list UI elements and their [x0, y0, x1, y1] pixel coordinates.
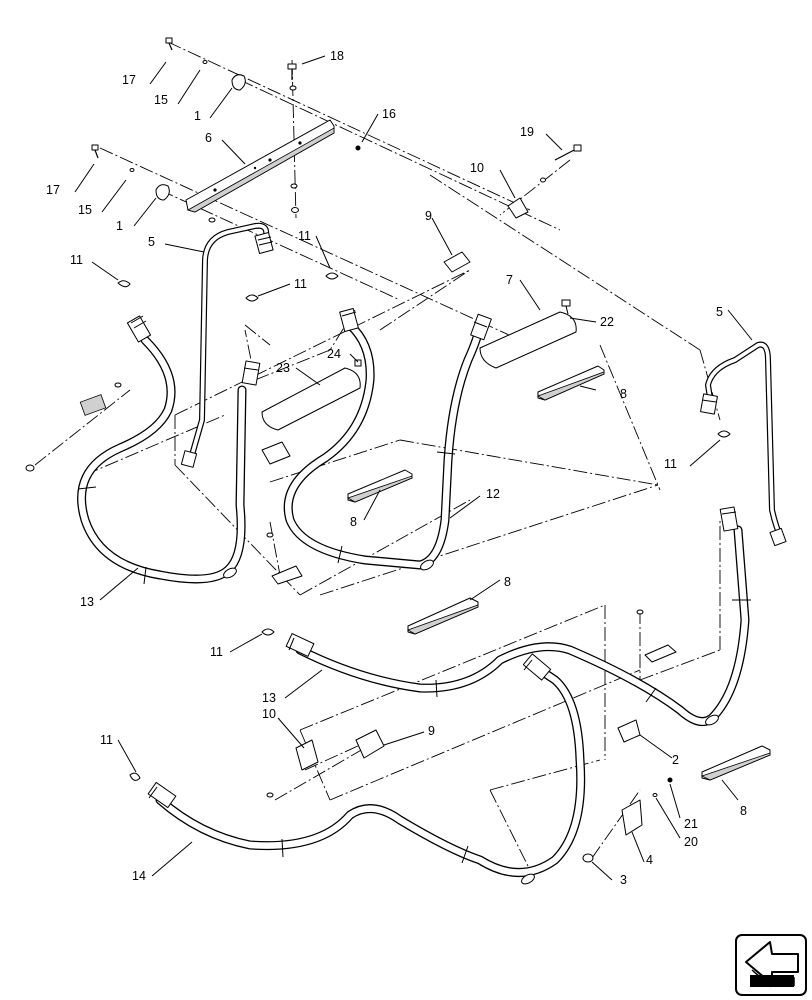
- callout-10: 10: [470, 161, 484, 175]
- callout-1: 1: [194, 109, 201, 123]
- callout-11: 11: [294, 277, 307, 291]
- callout-6: 6: [205, 131, 212, 145]
- callout-12: 12: [486, 487, 500, 501]
- clamps-and-brackets: [25, 144, 731, 863]
- mounting-bracket-assembly: [91, 37, 361, 223]
- callout-9: 9: [425, 209, 432, 223]
- callout-23: 23: [276, 361, 290, 375]
- callout-13: 13: [80, 595, 94, 609]
- callout-9: 9: [428, 724, 435, 738]
- callout-1: 1: [116, 219, 123, 233]
- callout-11: 11: [664, 457, 677, 471]
- hose-14: [147, 653, 586, 885]
- callout-11: 11: [100, 733, 113, 747]
- callout-5: 5: [716, 305, 723, 319]
- callout-20: 20: [684, 835, 698, 849]
- hose-12: [283, 308, 492, 571]
- callout-8: 8: [620, 387, 627, 401]
- callout-14: 14: [132, 869, 146, 883]
- hose-13-lower: [285, 506, 751, 727]
- callout-10: 10: [262, 707, 276, 721]
- callout-16: 16: [382, 107, 396, 121]
- callout-15: 15: [154, 93, 168, 107]
- callout-19: 19: [520, 125, 534, 139]
- callout-8: 8: [740, 804, 747, 818]
- callout-labels: 17 15 1 18 16 6 17 15 1 5 11 11 11 10 19…: [46, 49, 747, 887]
- clip-blocks: [347, 365, 771, 781]
- callout-15: 15: [78, 203, 92, 217]
- callout-13: 13: [262, 691, 276, 705]
- callout-11: 11: [70, 253, 83, 267]
- callout-24: 24: [327, 347, 341, 361]
- callout-22: 22: [600, 315, 614, 329]
- callout-11: 11: [210, 645, 223, 659]
- callout-8: 8: [350, 515, 357, 529]
- callout-17: 17: [122, 73, 136, 87]
- callout-8: 8: [504, 575, 511, 589]
- callout-21: 21: [684, 817, 698, 831]
- back-arrow-icon[interactable]: [735, 934, 807, 996]
- steel-tube-right: [700, 341, 787, 547]
- callout-4: 4: [646, 853, 653, 867]
- callout-18: 18: [330, 49, 344, 63]
- shield-plates: [261, 299, 577, 431]
- callout-17: 17: [46, 183, 60, 197]
- callout-11: 11: [298, 229, 311, 243]
- callout-2: 2: [672, 753, 679, 767]
- callout-3: 3: [620, 873, 627, 887]
- leader-lines: [74, 55, 753, 881]
- callout-5: 5: [148, 235, 155, 249]
- steel-tube-left: [180, 222, 274, 468]
- hose-13-upper: [77, 315, 261, 585]
- callout-7: 7: [506, 273, 513, 287]
